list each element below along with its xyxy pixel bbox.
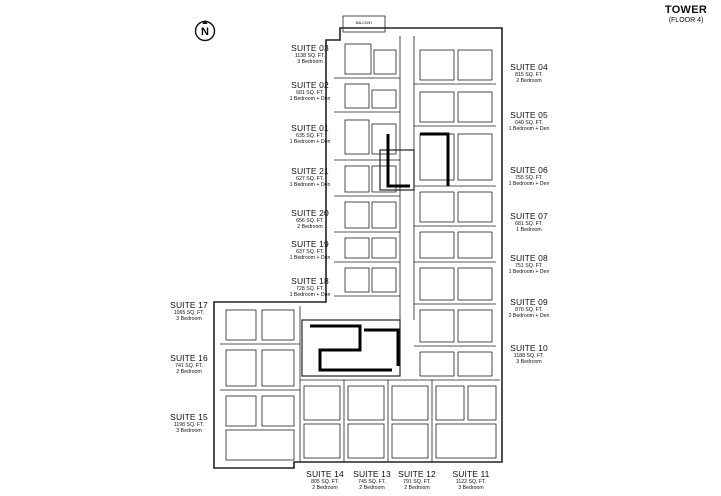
suite-label-04: SUITE 04 815 SQ. FT. 2 Bedroom: [496, 62, 562, 85]
suite-name: SUITE 18: [291, 276, 329, 286]
suite-area: 1188 SQ. FT.: [513, 352, 545, 359]
suite-type: 1 Bedroom + Den: [508, 125, 550, 132]
suite-label-15: SUITE 15 1198 SQ. FT. 3 Bedroom: [156, 412, 222, 435]
suite-area: 751 SQ. FT.: [515, 262, 543, 269]
suite-type: 1 Bedroom + Den: [289, 181, 331, 188]
suite-type: 1 Bedroom + Den: [289, 254, 331, 261]
suite-area: 1122 SQ. FT.: [455, 478, 487, 485]
suite-type: 1 Bedroom + Den: [289, 95, 331, 102]
balcony-note: BALCONY: [356, 21, 373, 25]
suite-label-09: SUITE 09 876 SQ. FT. 2 Bedroom + Den: [496, 297, 562, 320]
plan-title: TOWER: [664, 4, 708, 16]
suite-type: 3 Bedroom: [176, 315, 202, 322]
suite-name: SUITE 16: [170, 353, 208, 363]
suite-type: 2 Bedroom: [312, 484, 338, 491]
suite-type: 1 Bedroom + Den: [508, 268, 550, 275]
suite-label-03: SUITE 03 1138 SQ. FT. 3 Bedroom: [277, 43, 343, 66]
suite-area: 876 SQ. FT.: [515, 306, 543, 313]
suite-name: SUITE 03: [291, 43, 329, 53]
suite-name: SUITE 02: [291, 80, 329, 90]
suite-area: 728 SQ. FT.: [296, 285, 324, 292]
suite-name: SUITE 07: [510, 211, 548, 221]
suite-name: SUITE 19: [291, 239, 329, 249]
suite-name: SUITE 15: [170, 412, 208, 422]
suite-type: 3 Bedroom: [458, 484, 484, 491]
suite-type: 3 Bedroom: [176, 427, 202, 434]
suite-type: 3 Bedroom: [297, 58, 323, 65]
suite-type: 2 Bedroom: [404, 484, 430, 491]
suite-label-05: SUITE 05 640 SQ. FT. 1 Bedroom + Den: [496, 110, 562, 133]
suite-area: 681 SQ. FT.: [515, 220, 543, 227]
suite-type: 3 Bedroom: [516, 358, 542, 365]
suite-label-16: SUITE 16 741 SQ. FT. 2 Bedroom: [156, 353, 222, 376]
suite-label-01: SUITE 01 635 SQ. FT. 1 Bedroom + Den: [277, 123, 343, 146]
plan-subtitle: (FLOOR 4): [668, 17, 704, 24]
suite-type: 2 Bedroom + Den: [508, 312, 550, 319]
suite-area: 637 SQ. FT.: [296, 248, 324, 255]
suite-area: 1138 SQ. FT.: [294, 52, 326, 59]
suite-type: 2 Bedroom: [359, 484, 385, 491]
suite-label-18: SUITE 18 728 SQ. FT. 1 Bedroom + Den: [277, 276, 343, 299]
suite-area: 815 SQ. FT.: [515, 71, 543, 78]
suite-label-07: SUITE 07 681 SQ. FT. 1 Bedroom: [496, 211, 562, 234]
suite-name: SUITE 05: [510, 110, 548, 120]
suite-type: 2 Bedroom: [297, 223, 323, 230]
suite-name: SUITE 17: [170, 300, 208, 310]
floor-title-block: TOWER (FLOOR 4): [651, 4, 721, 24]
suite-type: 1 Bedroom: [516, 226, 542, 233]
suite-area: 640 SQ. FT.: [515, 119, 543, 126]
suite-label-06: SUITE 06 755 SQ. FT. 1 Bedroom + Den: [496, 165, 562, 188]
suite-name: SUITE 09: [510, 297, 548, 307]
suite-area: 741 SQ. FT.: [175, 362, 203, 369]
suite-area: 1065 SQ. FT.: [173, 309, 205, 316]
suite-label-14: SUITE 14 805 SQ. FT. 2 Bedroom: [292, 469, 358, 492]
suite-name: SUITE 21: [291, 166, 329, 176]
suite-name: SUITE 10: [510, 343, 548, 353]
suite-area: 1198 SQ. FT.: [173, 421, 205, 428]
suite-area: 627 SQ. FT.: [296, 175, 324, 182]
suite-label-12: SUITE 12 791 SQ. FT. 2 Bedroom: [384, 469, 450, 492]
suite-type: 2 Bedroom: [516, 77, 542, 84]
suite-label-20: SUITE 20 656 SQ. FT. 2 Bedroom: [277, 208, 343, 231]
suite-area: 635 SQ. FT.: [296, 132, 324, 139]
compass-letter: N: [201, 26, 209, 38]
suite-name: SUITE 12: [398, 469, 436, 479]
north-compass-icon: N: [194, 20, 216, 42]
suite-name: SUITE 08: [510, 253, 548, 263]
suite-area: 805 SQ. FT.: [311, 478, 339, 485]
suite-name: SUITE 06: [510, 165, 548, 175]
suite-area: 681 SQ. FT.: [296, 89, 324, 96]
suite-name: SUITE 13: [353, 469, 391, 479]
suite-label-21: SUITE 21 627 SQ. FT. 1 Bedroom + Den: [277, 166, 343, 189]
suite-type: 1 Bedroom + Den: [289, 138, 331, 145]
suite-type: 2 Bedroom: [176, 368, 202, 375]
suite-area: 745 SQ. FT.: [358, 478, 386, 485]
suite-name: SUITE 11: [452, 469, 490, 479]
suite-name: SUITE 20: [291, 208, 329, 218]
suite-label-19: SUITE 19 637 SQ. FT. 1 Bedroom + Den: [277, 239, 343, 262]
suite-label-11: SUITE 11 1122 SQ. FT. 3 Bedroom: [438, 469, 504, 492]
suite-label-17: SUITE 17 1065 SQ. FT. 3 Bedroom: [156, 300, 222, 323]
suite-area: 656 SQ. FT.: [296, 217, 324, 224]
suite-label-08: SUITE 08 751 SQ. FT. 1 Bedroom + Den: [496, 253, 562, 276]
suite-name: SUITE 04: [510, 62, 548, 72]
suite-area: 755 SQ. FT.: [515, 174, 543, 181]
suite-label-02: SUITE 02 681 SQ. FT. 1 Bedroom + Den: [277, 80, 343, 103]
suite-name: SUITE 01: [291, 123, 329, 133]
suite-area: 791 SQ. FT.: [403, 478, 431, 485]
suite-label-13: SUITE 13 745 SQ. FT. 2 Bedroom: [339, 469, 405, 492]
suite-type: 1 Bedroom + Den: [289, 291, 331, 298]
suite-name: SUITE 14: [306, 469, 344, 479]
suite-type: 1 Bedroom + Den: [508, 180, 550, 187]
suite-label-10: SUITE 10 1188 SQ. FT. 3 Bedroom: [496, 343, 562, 366]
